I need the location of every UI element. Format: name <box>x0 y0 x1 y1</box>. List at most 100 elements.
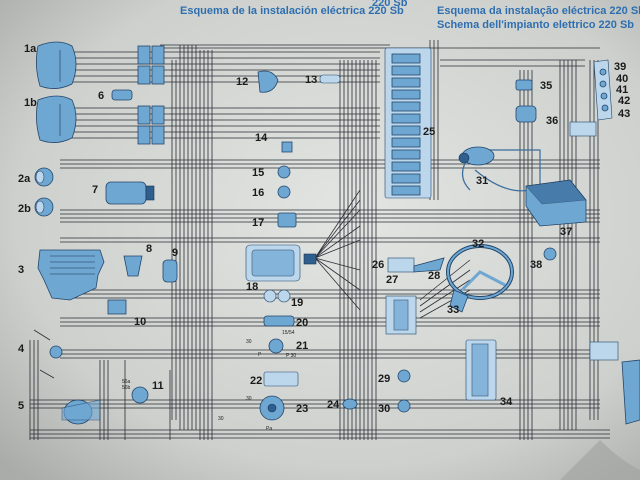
label-20: 20 <box>296 317 308 329</box>
component-17: 17 <box>252 212 297 229</box>
label-10: 10 <box>134 316 146 328</box>
label-6: 6 <box>98 90 104 102</box>
component-27: 27 <box>386 257 415 286</box>
header-partial: 220 Sb <box>372 0 408 9</box>
label-1b: 1b <box>24 97 37 109</box>
label-34: 34 <box>500 396 513 408</box>
label-1a: 1a <box>24 43 37 55</box>
battery-37: 37 <box>525 179 587 238</box>
component-29: 29 <box>378 369 411 385</box>
label-25: 25 <box>423 126 435 138</box>
component-21: 21 30 P P 30 <box>246 338 308 359</box>
rear-lamp-39-43: 39 40 41 42 43 <box>593 59 630 121</box>
header-title-it: Schema dell'impianto elettrico 220 Sb <box>437 19 634 31</box>
label-28: 28 <box>428 270 440 282</box>
steering-wheel-32: 32 <box>446 238 514 300</box>
label-41: 41 <box>616 84 628 96</box>
label-23: 23 <box>296 403 308 415</box>
label-18: 18 <box>246 281 258 293</box>
component-30: 30 <box>378 399 411 415</box>
term-15-54: 15/54 <box>282 330 295 336</box>
generator-7: 7 <box>92 181 155 205</box>
label-27: 27 <box>386 274 398 286</box>
component-22: 22 <box>250 371 299 387</box>
fuse-box-25: 25 <box>384 47 435 199</box>
component-11: 11 56a 56b <box>122 379 164 404</box>
term-P: P <box>258 352 262 358</box>
component-6: 6 <box>98 89 133 102</box>
label-8: 8 <box>146 243 152 255</box>
component-13: 13 <box>305 74 341 86</box>
label-31: 31 <box>476 175 488 187</box>
label-3: 3 <box>18 264 24 276</box>
component-14: 14 <box>255 132 293 153</box>
component-8: 8 <box>123 243 152 277</box>
label-39: 39 <box>614 61 626 73</box>
label-32: 32 <box>472 238 484 250</box>
header-title-es: Esquema de la instalación eléctrica 220 … <box>180 5 404 17</box>
instrument-cluster-18: 18 <box>245 244 317 293</box>
page-fold-shadow <box>560 440 640 480</box>
relay-blocks <box>137 45 165 145</box>
label-35: 35 <box>540 80 552 92</box>
component-12: 12 <box>236 70 279 93</box>
component-33: 33 <box>447 289 469 316</box>
ignition-23: 23 30 Pa <box>246 395 308 432</box>
label-5: 5 <box>18 400 24 412</box>
term-30a: 30 <box>246 339 252 345</box>
component-20: 20 15/54 <box>263 315 308 336</box>
label-38: 38 <box>530 259 542 271</box>
connector-right <box>569 121 640 425</box>
lamp-2b: 2b <box>18 197 54 217</box>
label-36: 36 <box>546 115 558 127</box>
header-title-pt: Esquema da instalação eléctrica 220 Sb <box>437 5 640 17</box>
label-19: 19 <box>291 297 303 309</box>
component-16: 16 <box>252 185 291 199</box>
term-Pa: Pa <box>266 426 272 432</box>
headlamp-1b: 1b <box>24 95 77 143</box>
label-33: 33 <box>447 304 459 316</box>
component-35: 35 <box>515 79 552 92</box>
component-10: 10 <box>107 299 146 328</box>
label-14: 14 <box>255 132 268 144</box>
label-4: 4 <box>18 343 25 355</box>
connector-34: 34 <box>465 339 513 408</box>
label-26: 26 <box>372 259 384 271</box>
term-30c: 30 <box>218 416 224 422</box>
label-12: 12 <box>236 76 248 88</box>
connector-block <box>385 295 417 335</box>
label-40: 40 <box>616 73 628 85</box>
label-30: 30 <box>378 403 390 415</box>
label-2a: 2a <box>18 173 31 185</box>
term-56a: 56a <box>122 379 131 385</box>
label-13: 13 <box>305 74 317 86</box>
component-28: 28 <box>413 257 445 282</box>
term-56b: 56b <box>122 385 131 391</box>
label-21: 21 <box>296 340 308 352</box>
label-16: 16 <box>252 187 264 199</box>
lamp-2a: 2a <box>18 167 54 187</box>
label-43: 43 <box>618 108 630 120</box>
label-17: 17 <box>252 217 264 229</box>
label-15: 15 <box>252 167 264 179</box>
starter-31: 31 <box>458 146 495 187</box>
component-4: 4 <box>18 329 63 379</box>
headlamp-1a: 1a <box>24 41 77 89</box>
label-29: 29 <box>378 373 390 385</box>
component-36: 36 <box>515 105 558 127</box>
label-11: 11 <box>152 380 164 392</box>
label-42: 42 <box>618 95 630 107</box>
coil-9: 9 <box>162 247 178 283</box>
term-P30: P 30 <box>286 353 296 359</box>
label-7: 7 <box>92 184 98 196</box>
wiper-5: 5 <box>18 399 101 425</box>
component-19: 19 <box>263 289 303 309</box>
component-15: 15 <box>252 165 291 179</box>
label-37: 37 <box>560 226 572 238</box>
engine-3: 3 <box>18 249 105 301</box>
component-38: 38 <box>530 247 557 271</box>
wiring-lines <box>29 40 610 440</box>
label-9: 9 <box>172 247 178 259</box>
component-26: 26 <box>372 259 384 271</box>
